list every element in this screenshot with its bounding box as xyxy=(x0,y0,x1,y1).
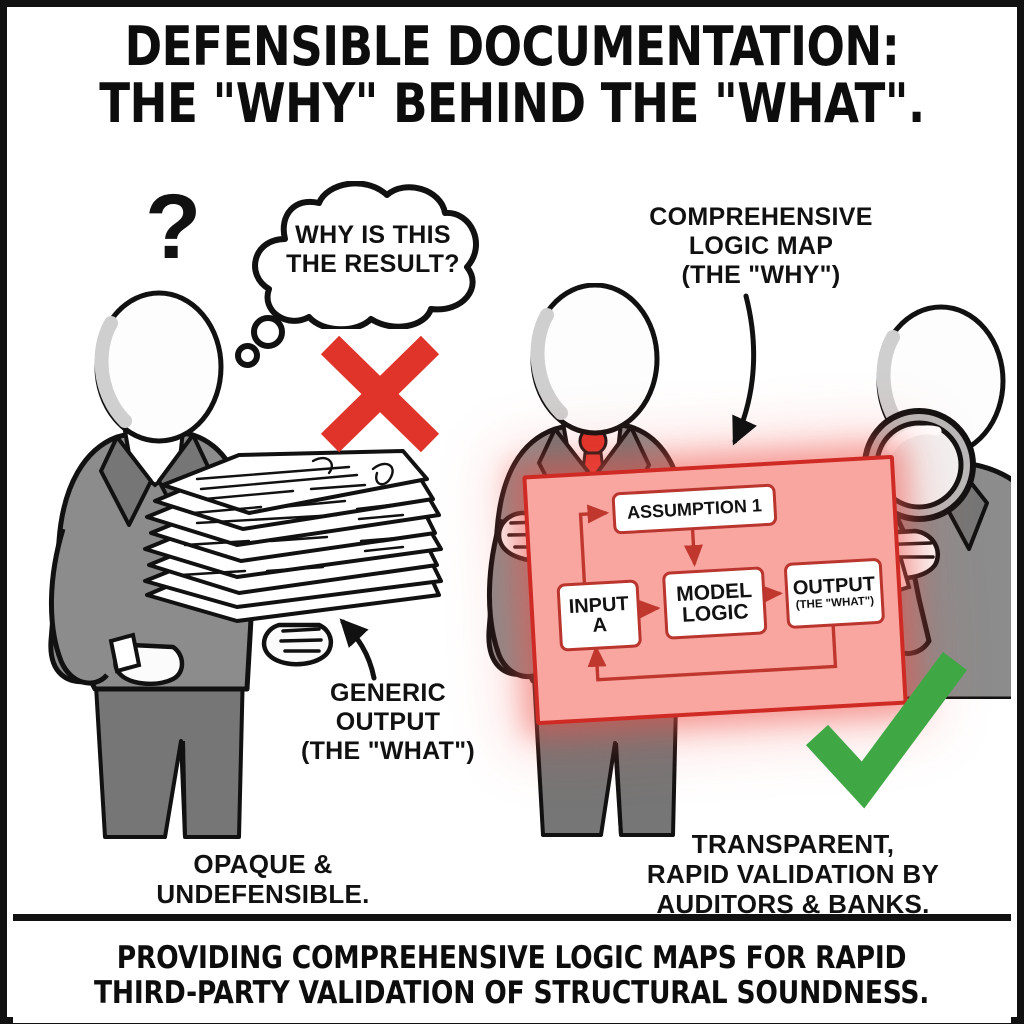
title-line-2: THE "WHY" BEHIND THE "WHAT". xyxy=(99,71,925,135)
comic-illustration-panel: DEFENSIBLE DOCUMENTATION: THE "WHY" BEHI… xyxy=(13,13,1011,921)
green-check-icon xyxy=(805,652,968,809)
title-line-1: DEFENSIBLE DOCUMENTATION: xyxy=(124,15,900,78)
node-model-logic: MODEL LOGIC xyxy=(661,566,768,640)
node-output: OUTPUT (THE "WHAT") xyxy=(783,557,886,630)
annotation-generic-output: GENERIC OUTPUT (THE "WHAT") xyxy=(300,679,476,765)
caption-left: OPAQUE & UNDEFENSIBLE. xyxy=(156,849,370,910)
thought-bubble: WHY IS THIS THE RESULT? xyxy=(239,181,507,329)
bottom-banner: PROVIDING COMPREHENSIVE LOGIC MAPS FOR R… xyxy=(13,929,1011,1023)
paper-stack xyxy=(143,449,443,623)
annotation-logic-map: COMPREHENSIVE LOGIC MAP (THE "WHY") xyxy=(649,203,873,289)
node-input-a: INPUT A xyxy=(556,579,643,652)
red-x-icon xyxy=(320,335,440,453)
logic-map-poster: ASSUMPTION 1 INPUT A MODEL LOGIC OUTPUT … xyxy=(522,454,908,726)
banner-line-2: THIRD-PARTY VALIDATION OF STRUCTURAL SOU… xyxy=(94,975,930,1011)
page-title: DEFENSIBLE DOCUMENTATION: THE "WHY" BEHI… xyxy=(13,15,1011,135)
banner-line-1: PROVIDING COMPREHENSIVE LOGIC MAPS FOR R… xyxy=(117,940,907,977)
thought-dot-large xyxy=(251,315,285,349)
caption-right: TRANSPARENT, RAPID VALIDATION BY AUDITOR… xyxy=(646,829,940,920)
question-mark-icon: ? xyxy=(145,176,202,278)
thought-bubble-text: WHY IS THIS THE RESULT? xyxy=(286,221,460,278)
thought-dot-small xyxy=(235,343,260,368)
logic-map-edges xyxy=(578,504,838,682)
